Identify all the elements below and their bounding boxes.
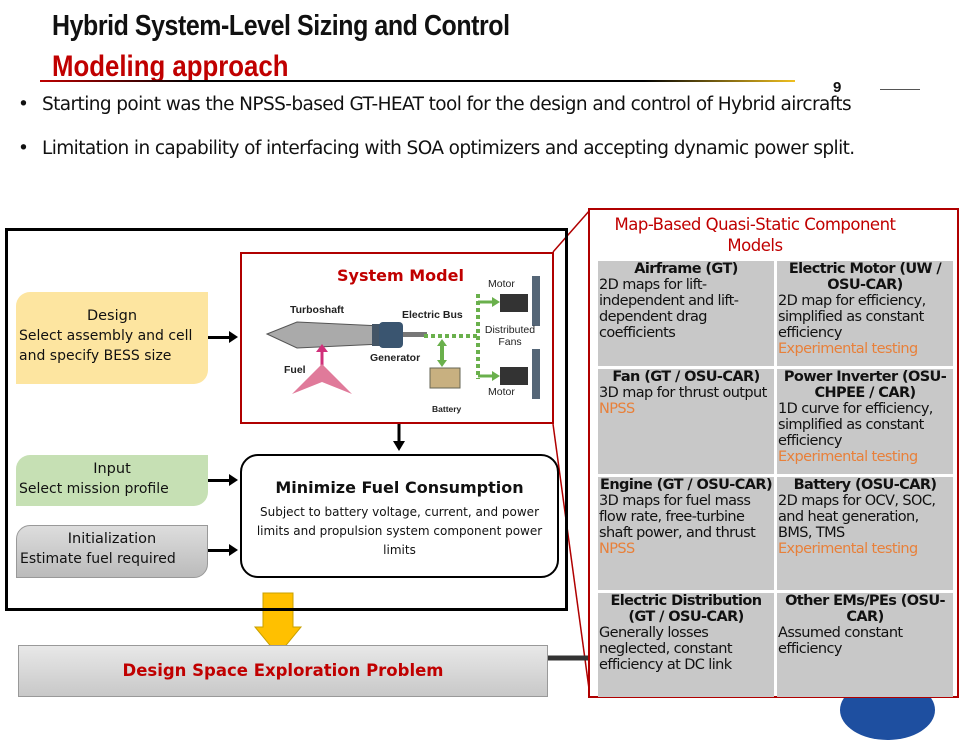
title-underline <box>40 80 795 82</box>
arrow-icon <box>208 544 238 556</box>
initialization-box: Initialization Estimate fuel required <box>16 525 208 578</box>
cell-title: Power Inverter (OSU-CHPEE / CAR) <box>783 369 947 401</box>
component-cell: Airframe (GT)2D maps for lift-independen… <box>598 261 774 366</box>
bullet-item: Starting point was the NPSS-based GT-HEA… <box>18 93 918 117</box>
input-text: Select mission profile <box>19 481 169 497</box>
arrow-icon <box>208 331 238 343</box>
cell-text: 2D map for efficiency, simplified as con… <box>778 293 926 341</box>
cell-text: 2D maps for lift-independent and lift-de… <box>599 277 739 341</box>
cell-title: Electric Motor (UW / OSU-CAR) <box>788 261 942 293</box>
cell-text: 1D curve for efficiency, simplified as c… <box>778 401 933 449</box>
component-cell: Fan (GT / OSU-CAR)3D map for thrust outp… <box>598 369 774 474</box>
panel-title: Map-Based Quasi-Static Component Models <box>614 215 897 255</box>
component-cell: Power Inverter (OSU-CHPEE / CAR)1D curve… <box>777 369 953 474</box>
component-cell: Electric Motor (UW / OSU-CAR)2D map for … <box>777 261 953 366</box>
cell-text: 2D maps for OCV, SOC, and heat generatio… <box>778 493 936 541</box>
cell-text: Generally losses neglected, constant eff… <box>599 625 733 673</box>
label-turboshaft: Turboshaft <box>290 304 345 316</box>
cell-source: NPSS <box>599 541 635 557</box>
design-space-exploration-bar: Design Space Exploration Problem <box>18 645 548 697</box>
cell-text: 3D map for thrust output <box>599 385 767 401</box>
divider <box>880 89 920 90</box>
component-models-panel: Map-Based Quasi-Static Component Models … <box>588 208 959 698</box>
system-model-box: System Model Turboshaft Fuel Generator E… <box>240 252 554 424</box>
component-cell: Electric Distribution (GT / OSU-CAR)Gene… <box>598 593 774 697</box>
objective-box: Minimize Fuel Consumption Subject to bat… <box>240 454 559 578</box>
component-cell: Engine (GT / OSU-CAR)3D maps for fuel ma… <box>598 477 774 590</box>
init-text: Estimate fuel required <box>20 551 176 567</box>
cell-title: Other EMs/PEs (OSU-CAR) <box>785 593 945 625</box>
cell-title: Battery (OSU-CAR) <box>793 477 937 493</box>
label-motor-bottom: Motor <box>488 386 515 398</box>
slide-title: Hybrid System-Level Sizing and Control <box>52 10 510 42</box>
input-box: Input Select mission profile <box>16 455 208 506</box>
hybrid-propulsion-diagram <box>265 276 540 399</box>
arrow-icon <box>208 474 238 486</box>
cell-source: Experimental testing <box>778 341 918 357</box>
objective-constraints: Subject to battery voltage, current, and… <box>256 505 543 557</box>
cell-source: Experimental testing <box>778 541 918 557</box>
label-generator: Generator <box>370 352 421 364</box>
input-title: Input <box>93 461 131 477</box>
objective-title: Minimize Fuel Consumption <box>275 478 524 497</box>
cell-text: 3D maps for fuel mass flow rate, free-tu… <box>599 493 756 541</box>
design-box: Design Select assembly and cell and spec… <box>16 292 208 384</box>
label-distributed-fans: Distributed Fans <box>484 324 536 348</box>
component-cell: Battery (OSU-CAR)2D maps for OCV, SOC, a… <box>777 477 953 590</box>
cell-title: Airframe (GT) <box>634 261 738 277</box>
cell-text: Assumed constant efficiency <box>778 625 903 657</box>
design-title: Design <box>86 308 138 324</box>
design-text: Select assembly and cell and specify BES… <box>19 328 193 364</box>
init-title: Initialization <box>67 531 157 547</box>
label-fuel: Fuel <box>284 364 306 376</box>
label-electric-bus: Electric Bus <box>402 309 463 321</box>
cell-source: Experimental testing <box>778 449 918 465</box>
cell-title: Fan (GT / OSU-CAR) <box>612 369 760 385</box>
label-battery: Battery <box>432 404 462 414</box>
page-number: 9 <box>833 79 842 96</box>
label-motor-top: Motor <box>488 278 515 290</box>
system-model-title: System Model <box>337 266 464 285</box>
cell-title: Engine (GT / OSU-CAR) <box>600 477 773 493</box>
component-cell: Other EMs/PEs (OSU-CAR)Assumed constant … <box>777 593 953 697</box>
cell-title: Electric Distribution (GT / OSU-CAR) <box>610 593 763 625</box>
bullet-item: Limitation in capability of interfacing … <box>18 137 918 161</box>
slide-subtitle: Modeling approach <box>52 50 289 83</box>
workflow-frame <box>5 228 568 611</box>
bullet-list: Starting point was the NPSS-based GT-HEA… <box>18 93 918 181</box>
cell-source: NPSS <box>599 401 635 417</box>
